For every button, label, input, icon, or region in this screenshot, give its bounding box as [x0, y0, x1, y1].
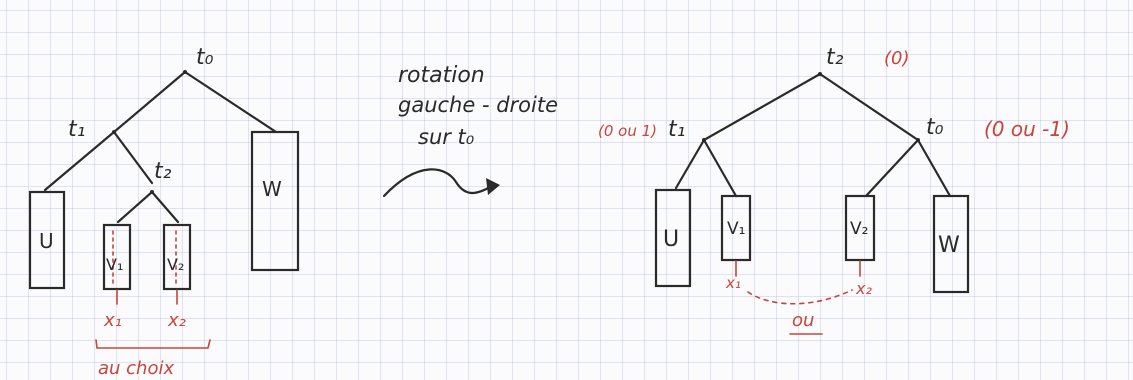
node-dot-t2 — [818, 72, 822, 76]
label-t1: t₁ — [668, 117, 685, 142]
balance-t1: (0 ou 1) — [598, 122, 657, 140]
transform-line-2: gauche - droite — [398, 93, 558, 117]
arrow-head-icon — [486, 178, 500, 195]
leaf-label-u: U — [39, 229, 54, 253]
mark-x2-right: x₂ — [855, 279, 872, 298]
choice-bracket — [95, 339, 211, 349]
subtree-box-v2 — [844, 194, 876, 262]
or-note: ou — [792, 310, 814, 331]
balance-t2: (0) — [884, 48, 910, 69]
leaf-label-v1: V₁ — [106, 255, 123, 274]
node-dot-t2 — [150, 190, 154, 194]
leaf-label-v1: V₁ — [727, 219, 745, 239]
edge-t2-v2 — [150, 190, 180, 224]
subtree-box-u — [654, 188, 692, 288]
mark-x1-left: x₁ — [103, 310, 122, 331]
edge-t2-t1 — [702, 72, 822, 142]
leaf-label-w: W — [938, 233, 960, 258]
balance-t0: (0 ou -1) — [984, 117, 1070, 141]
mark-x2-left: x₂ — [167, 310, 186, 331]
label-t2: t₂ — [154, 159, 172, 184]
node-dot-t0 — [916, 138, 920, 142]
transform-annotation: rotation gauche - droite sur t₀ — [382, 63, 558, 198]
edge-t2-t0 — [818, 72, 920, 142]
edge-t2-v1 — [116, 190, 154, 224]
subtree-box-v2 — [162, 223, 192, 291]
mark-x1-right: x₁ — [725, 274, 741, 292]
leaf-label-v2: V₂ — [850, 219, 868, 239]
subtree-box-u — [28, 190, 66, 290]
leaf-label-v2: V₂ — [167, 255, 184, 274]
edge-t1-u — [674, 138, 706, 190]
rotation-arrow — [382, 168, 494, 198]
leaf-label-w: W — [262, 177, 282, 201]
right-tree: t₂ (0) t₁ (0 ou 1) t₀ (0 ou -1) U V₁ V₂ … — [598, 45, 1070, 335]
subtree-box-v1 — [102, 223, 132, 291]
subtree-box-w — [932, 194, 970, 294]
node-dot-t0 — [183, 70, 187, 74]
transform-line-3: sur t₀ — [418, 125, 475, 149]
label-t1: t₁ — [68, 117, 85, 142]
edge-t0-v2 — [864, 138, 920, 198]
or-dashed-link — [747, 289, 853, 305]
choice-note: au choix — [98, 358, 174, 379]
edge-t1-v1 — [702, 138, 738, 198]
edge-t0-t1 — [112, 70, 187, 134]
node-dot-t1 — [702, 138, 706, 142]
edge-t1-u — [43, 130, 116, 192]
edge-t0-w — [916, 138, 952, 198]
node-dot-t1 — [112, 130, 116, 134]
transform-line-1: rotation — [398, 63, 485, 88]
leaf-label-u: U — [663, 227, 679, 252]
edge-t0-w — [183, 70, 278, 134]
left-tree: t₀ t₁ t₂ U W V₁ V₂ x₁ x₂ au choix — [28, 45, 300, 379]
subtree-box-v1 — [720, 194, 752, 262]
label-t2: t₂ — [826, 45, 844, 70]
edge-t1-t2 — [112, 130, 154, 185]
label-t0: t₀ — [196, 45, 214, 70]
subtree-box-w — [250, 130, 300, 272]
label-t0: t₀ — [926, 115, 944, 140]
